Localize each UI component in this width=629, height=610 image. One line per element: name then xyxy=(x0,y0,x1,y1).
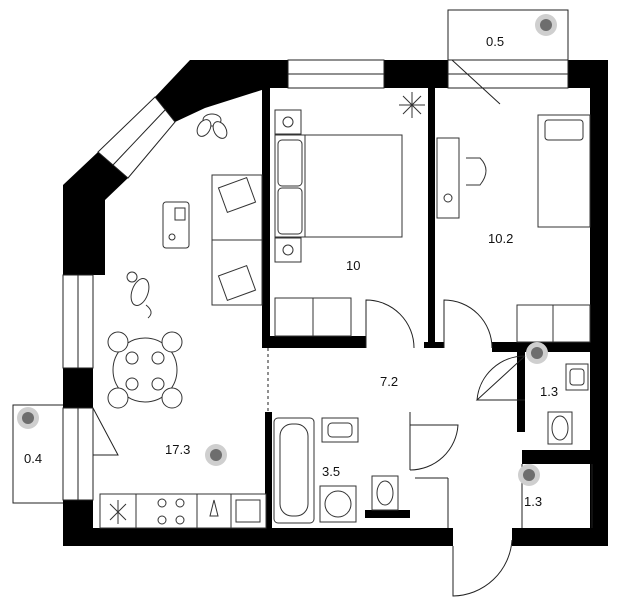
toilet-sink xyxy=(565,363,589,391)
walls xyxy=(63,60,608,546)
area-label-bathroom: 3.5 xyxy=(322,464,340,479)
single-bed xyxy=(537,114,591,228)
bathtub xyxy=(273,417,315,524)
room-markers xyxy=(17,14,557,486)
double-bed xyxy=(274,109,403,263)
toilet xyxy=(371,475,399,511)
dining-table xyxy=(107,331,183,409)
room-marker-icon xyxy=(518,464,540,486)
area-label-living-kitchen: 17.3 xyxy=(165,442,190,457)
plant-icon xyxy=(196,113,228,139)
room-marker-icon xyxy=(17,407,39,429)
washing-machine xyxy=(319,485,357,523)
tv-stand xyxy=(162,201,190,249)
area-label-storage: 1.3 xyxy=(524,494,542,509)
area-label-bedroom: 10 xyxy=(346,258,360,273)
desk xyxy=(436,137,487,219)
room-marker-icon xyxy=(535,14,557,36)
area-label-hallway: 7.2 xyxy=(380,374,398,389)
toilet xyxy=(547,411,573,445)
sofa xyxy=(211,174,263,306)
wardrobe xyxy=(516,304,591,343)
kitchen-counter xyxy=(99,493,267,529)
door-swings xyxy=(92,59,593,597)
room-marker-icon xyxy=(205,444,227,466)
room-marker-icon xyxy=(526,342,548,364)
area-label-balcony-left: 0.4 xyxy=(24,451,42,466)
wardrobe xyxy=(274,297,352,337)
area-label-bedroom-2: 10.2 xyxy=(488,231,513,246)
area-label-toilet: 1.3 xyxy=(540,384,558,399)
area-label-balcony-top: 0.5 xyxy=(486,34,504,49)
plant-icon xyxy=(399,92,425,118)
cat-icon xyxy=(126,271,152,319)
windows xyxy=(62,59,569,501)
sink xyxy=(321,417,359,443)
